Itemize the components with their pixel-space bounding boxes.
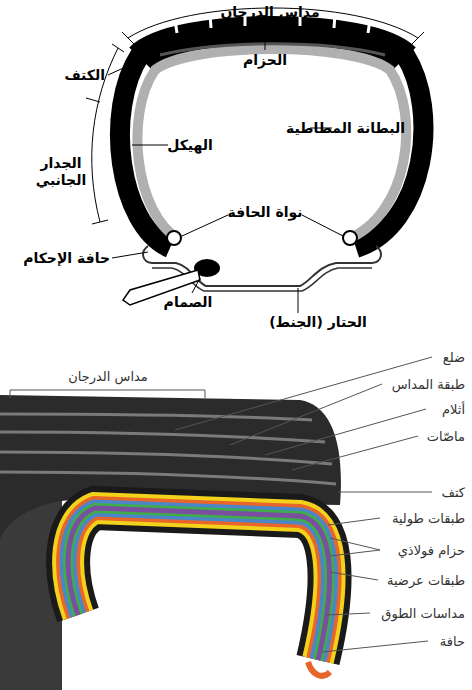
layer-purple bbox=[68, 508, 329, 660]
bead-edge bbox=[308, 662, 330, 676]
leader bbox=[108, 64, 132, 75]
groove bbox=[0, 472, 336, 484]
layer-steel bbox=[68, 508, 329, 660]
part-label: الحزام bbox=[243, 52, 287, 69]
carcass bbox=[137, 49, 406, 240]
part-label: طبقة المداس bbox=[392, 376, 465, 393]
leader bbox=[265, 42, 266, 50]
groove bbox=[334, 14, 335, 28]
part-label: طبقات عرضية bbox=[387, 572, 465, 589]
part-label: كتف bbox=[441, 484, 465, 501]
part-label: الهيكل bbox=[167, 137, 213, 154]
leader bbox=[338, 492, 432, 493]
groove bbox=[0, 432, 325, 442]
leader bbox=[302, 215, 343, 236]
leader bbox=[182, 215, 228, 236]
bead-core bbox=[343, 231, 357, 245]
layer-yellow bbox=[68, 508, 329, 660]
part-label: حزام فولاذي bbox=[398, 542, 465, 559]
layer-green bbox=[68, 508, 329, 660]
tick bbox=[112, 44, 124, 52]
tire-cross-section bbox=[120, 12, 423, 305]
layer-tread bbox=[68, 508, 329, 660]
part-label: حافة الإحكام bbox=[23, 250, 110, 267]
part-label: الصمام bbox=[164, 294, 213, 311]
leader bbox=[192, 278, 200, 293]
tire-cutaway bbox=[0, 395, 341, 690]
tick bbox=[412, 32, 424, 44]
tick bbox=[92, 220, 108, 224]
part-label: الحتار (الجنط) bbox=[269, 314, 367, 331]
part-label: طبقات طولية bbox=[392, 510, 465, 527]
leader bbox=[230, 384, 382, 445]
leader bbox=[132, 145, 168, 146]
leader bbox=[175, 357, 432, 430]
part-label: مداس الدرجان bbox=[68, 368, 148, 385]
groove bbox=[210, 14, 211, 28]
leader bbox=[330, 550, 380, 556]
part-label: البطانة المطاطية bbox=[286, 120, 405, 137]
tire-outer bbox=[120, 29, 423, 248]
leader bbox=[298, 288, 299, 313]
part-label: ضلع bbox=[443, 349, 465, 366]
part-label: الكتف bbox=[64, 67, 105, 84]
dimension-marks bbox=[86, 8, 424, 224]
groove bbox=[175, 20, 177, 33]
leader bbox=[265, 409, 426, 455]
layers bbox=[68, 508, 330, 676]
part-label: حافة bbox=[440, 633, 465, 650]
part-label: مداس الدرجان bbox=[220, 4, 319, 21]
part-label: نواة الحافة bbox=[227, 204, 302, 221]
tick bbox=[122, 32, 134, 44]
bracket bbox=[10, 390, 205, 398]
groove bbox=[368, 20, 370, 33]
leader-lines bbox=[108, 42, 412, 313]
leader bbox=[330, 538, 380, 550]
leader bbox=[292, 436, 418, 470]
layer-orange bbox=[68, 508, 329, 660]
bead-core bbox=[167, 231, 181, 245]
groove bbox=[0, 414, 312, 420]
groove bbox=[0, 452, 332, 464]
part-label: مداسات الطوق bbox=[381, 605, 465, 622]
leader bbox=[328, 518, 380, 525]
leader bbox=[322, 641, 428, 652]
tick bbox=[86, 98, 100, 102]
leader bbox=[112, 252, 148, 258]
part-label: أثلام bbox=[442, 401, 465, 418]
leader bbox=[330, 572, 378, 580]
part-label: ماصّات bbox=[427, 428, 465, 445]
leader bbox=[326, 613, 370, 615]
part-label: الجدار الجانبي bbox=[30, 155, 92, 189]
